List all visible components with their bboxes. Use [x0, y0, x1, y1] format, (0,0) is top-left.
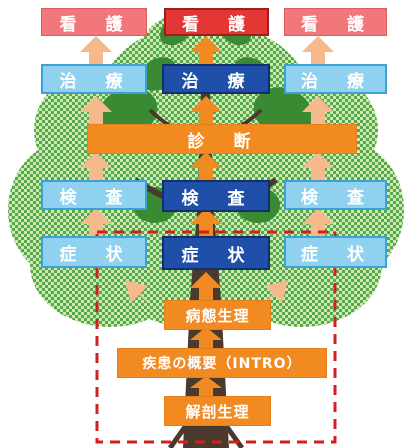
arrow-patho-to-symptom-right	[265, 280, 288, 303]
pathophysiology-box: 病態生理	[164, 300, 271, 330]
symptom-box-right: 症 状	[284, 236, 387, 268]
arrow-treatment-to-nursing-right	[302, 36, 334, 64]
test-box-right: 検 査	[284, 180, 387, 210]
symptom-box-left: 症 状	[41, 236, 147, 268]
nursing-box-right: 看 護	[284, 8, 387, 36]
arrow-test-to-diagnosis-right	[302, 152, 334, 180]
nursing-box-center: 看 護	[164, 8, 269, 36]
arrow-center-to-patho	[190, 327, 222, 348]
arrow-center-to-treatment	[190, 96, 222, 124]
arrow-treatment-to-nursing-left	[80, 36, 112, 64]
arrow-test-to-diagnosis-left	[80, 152, 112, 180]
arrow-center-to-diagnosis	[190, 152, 222, 180]
arrow-diagnosis-to-treatment-left	[80, 96, 112, 124]
disease-overview-box: 疾患の概要（INTRO）	[117, 348, 327, 378]
arrow-symptom-to-test-right	[302, 208, 334, 236]
anatomy-physiology-box: 解剖生理	[164, 396, 271, 426]
light-arrows	[80, 36, 334, 303]
diagnosis-box: 診 断	[87, 124, 357, 154]
nursing-box-left: 看 護	[41, 8, 147, 36]
arrow-center-to-symptom	[190, 272, 222, 300]
test-box-center: 検 査	[162, 180, 270, 212]
treatment-box-left: 治 療	[41, 64, 147, 94]
center-arrows	[190, 36, 222, 396]
arrow-symptom-to-test-left	[80, 208, 112, 236]
arrow-center-to-overview	[190, 376, 222, 396]
treatment-box-right: 治 療	[284, 64, 387, 94]
arrow-center-to-nursing	[190, 36, 222, 64]
treatment-box-center: 治 療	[162, 64, 270, 94]
symptom-box-center: 症 状	[162, 236, 270, 270]
arrow-patho-to-symptom-left	[125, 280, 148, 303]
arrow-diagnosis-to-treatment-right	[302, 96, 334, 124]
test-box-left: 検 査	[41, 180, 147, 210]
arrow-center-to-test	[190, 208, 222, 236]
